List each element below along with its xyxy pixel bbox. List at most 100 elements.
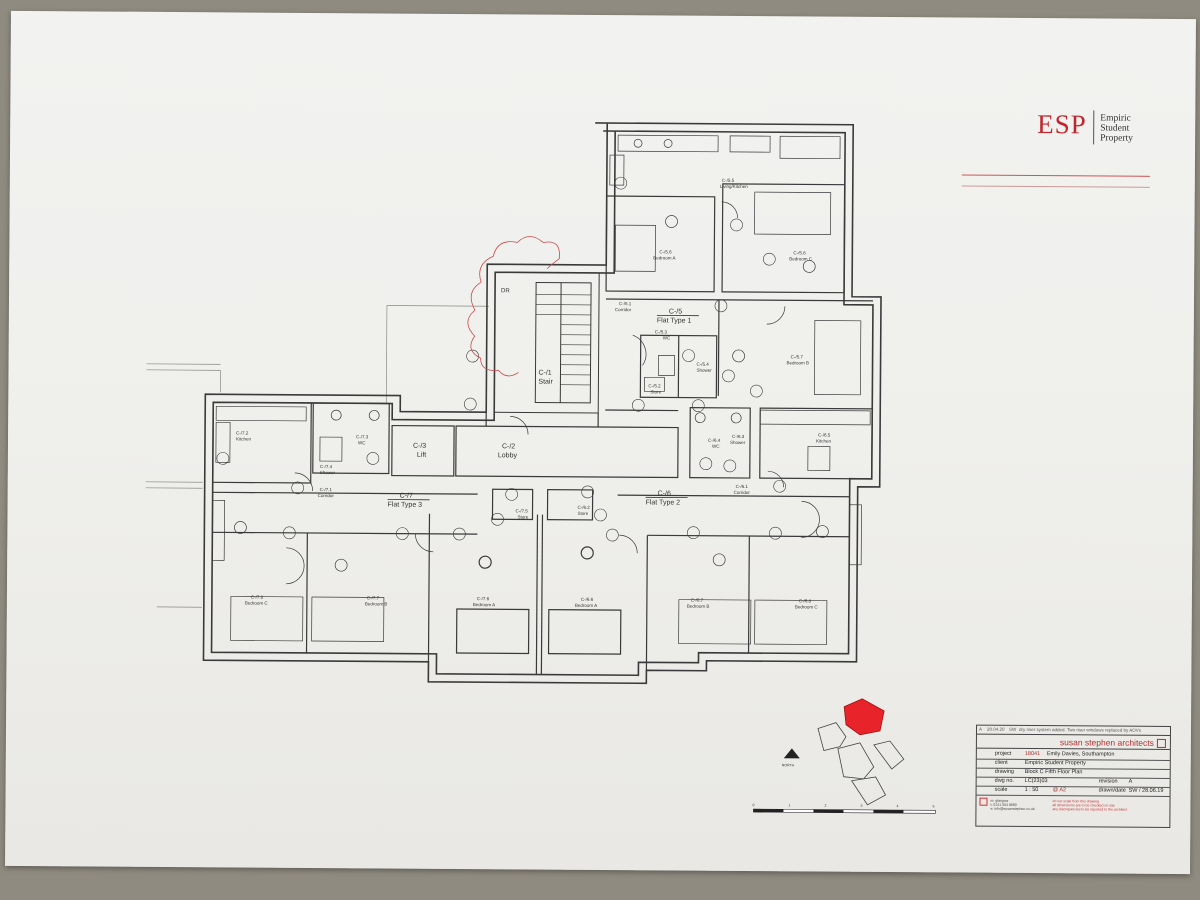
room-c-16-3-code: C-/6.3 <box>732 434 745 439</box>
room-c-15-1-name: Corridor <box>615 307 632 312</box>
tb-drawn-value: SW / 28.06.19 <box>1128 787 1164 794</box>
room-c-15-2-name: Store <box>650 389 661 394</box>
room-c-17-8-name: Bedroom C <box>245 601 269 606</box>
room-c-17-7-name: Bedroom B <box>365 601 388 606</box>
revision-note: dry riser system added. Two riser window… <box>1018 726 1141 733</box>
flat-5-furniture <box>609 134 862 396</box>
architects-logo-box <box>1156 738 1166 748</box>
architects-mark <box>979 797 988 806</box>
tb-drawing-key: drawing <box>994 768 1014 775</box>
room-c-15-4-name: Shower <box>696 368 712 373</box>
flat-6-name: Flat Type 2 <box>646 499 681 506</box>
room-c-17-4-code: C-/7.4 <box>320 464 333 469</box>
flat-6-walls <box>617 407 873 671</box>
scale-bar: 0 1 2 3 4 5 <box>752 803 936 814</box>
tree-canopy <box>467 236 560 377</box>
room-c-15-5-name: Living/Kitchen <box>720 184 749 189</box>
room-c-lift-name: Lift <box>417 452 426 459</box>
flat-7-code: C-/7 <box>400 493 413 500</box>
tb-dwgno-key: dwg no. <box>994 777 1014 784</box>
revision-by: SW <box>1008 726 1017 732</box>
tb-project-number: 18041 <box>1024 750 1041 758</box>
middle-bedroom-walls <box>455 489 622 675</box>
room-c-17-5-code: C-/7.5 <box>516 508 529 513</box>
room-c-17-8-code: C-/7.8 <box>251 595 264 600</box>
room-c-15-6-code: C-/5.6 <box>659 249 672 254</box>
room-c-15-2-code: C-/5.2 <box>648 383 661 388</box>
room-c-lobby-code: C-/2 <box>502 443 515 450</box>
room-c-15-4-code: C-/5.4 <box>697 362 710 367</box>
flat-5-code: C-/5 <box>669 308 682 315</box>
room-c-stair-code: C-/1 <box>538 370 551 377</box>
note-line-3: any discrepancies to be reported to the … <box>1052 807 1128 812</box>
room-c-17-3-code: C-/7.3 <box>356 434 369 439</box>
door-tags <box>216 176 786 542</box>
tb-scale-value: 1 : 50 <box>1024 786 1039 794</box>
drawing-sheet: ESP Empiric Student Property <box>5 10 1196 875</box>
room-c-16-7-code: C-/6.7 <box>691 598 704 603</box>
title-block: A 20.04.20 SW dry riser system added. Tw… <box>975 724 1172 828</box>
tb-revision-value: A <box>1128 778 1133 785</box>
core <box>391 412 679 479</box>
scale-tick-5: 5 <box>932 804 934 808</box>
room-c-lobby-name: Lobby <box>498 452 518 459</box>
key-plan <box>817 698 905 806</box>
north-arrow: NORTH <box>782 748 800 767</box>
room-c-17-4-name: Shower <box>320 470 336 475</box>
room-c-15-8-name: Bedroom C <box>789 256 813 261</box>
flat-7-furniture <box>211 405 385 642</box>
room-c-15-6-name: Bedroom A <box>653 255 675 260</box>
room-c-15-8-code: C-/5.8 <box>793 250 806 255</box>
contact-details: m: glasgow t: 0141 554 8880 e: info@susa… <box>990 799 1034 811</box>
tb-paper-size: @ A2 <box>1052 787 1067 794</box>
room-c-15-3-name: WC <box>663 335 671 340</box>
room-c-17-1-code: C-/7.1 <box>320 487 333 492</box>
flat-label-underlines <box>387 314 699 501</box>
room-c-17-5-name: Store <box>517 514 528 519</box>
room-c-16-6-code: C-/6.6 <box>581 597 594 602</box>
flat-6-code: C-/6 <box>658 490 671 497</box>
scale-tick-4: 4 <box>896 804 898 808</box>
floor-plan: C-/5.5 Living/Kitchen C-/5.6 Bedroom A C… <box>145 122 936 814</box>
room-c-15-7-name: Bedroom B <box>787 360 810 365</box>
scale-tick-3: 3 <box>860 804 862 808</box>
tb-project-name: Emily Davies, Southampton <box>1046 751 1115 758</box>
tb-project-key: project <box>994 750 1012 757</box>
key-plan-highlight <box>843 698 885 736</box>
room-c-16-5-name: Kitchen <box>816 439 832 444</box>
tb-drawn-key: drawn/date <box>1098 787 1126 794</box>
flat-5-name: Flat Type 1 <box>657 317 692 324</box>
core-labels: C-/1 Stair C-/3 Lift C-/2 Lobby C-/5 Fla… <box>388 308 692 509</box>
room-c-15-3-code: C-/5.3 <box>655 329 668 334</box>
scale-tick-1: 1 <box>788 803 790 807</box>
revision-date: 20.04.20 <box>986 726 1005 732</box>
flat-6-furniture <box>678 409 871 645</box>
room-c-17-6-name: Bedroom A <box>473 602 495 607</box>
north-label: NORTH <box>782 763 795 767</box>
room-c-15-1-code: C-/5.1 <box>619 301 632 306</box>
room-c-17-3-name: WC <box>358 440 366 445</box>
tb-drawing-value: Block C Fifth Floor Plan <box>1024 768 1083 776</box>
room-c-16-6-name: Bedroom A <box>575 603 597 608</box>
tb-scale-key: scale <box>994 786 1008 793</box>
revision-letter: A <box>978 726 983 732</box>
room-c-15-5-code: C-/5.5 <box>722 178 735 183</box>
flat-7-walls <box>212 401 534 662</box>
room-c-17-6-code: C-/7.6 <box>477 596 490 601</box>
room-c-16-1-code: C-/6.1 <box>736 484 749 489</box>
room-c-17-1-name: Corridor <box>318 493 335 498</box>
tb-client-key: client <box>994 759 1008 766</box>
room-labels: C-/5.5 Living/Kitchen C-/5.6 Bedroom A C… <box>236 178 832 610</box>
drawing-notes: do not scale from this drawing all dimen… <box>1052 799 1152 812</box>
room-c-16-4-name: WC <box>712 444 720 449</box>
stair <box>493 271 600 414</box>
outer-walls <box>202 122 882 685</box>
door-swings <box>286 201 820 585</box>
room-c-16-1-name: Corridor <box>734 490 751 495</box>
room-c-17-2-name: Kitchen <box>236 436 252 441</box>
tb-footer: m: glasgow t: 0141 554 8880 e: info@susa… <box>976 795 1169 826</box>
tb-revision-key: revision <box>1098 778 1118 785</box>
flat-7-name: Flat Type 3 <box>388 502 423 509</box>
room-c-16-7-name: Bedroom B <box>687 604 710 609</box>
room-c-16-5-code: C-/6.5 <box>818 433 831 438</box>
